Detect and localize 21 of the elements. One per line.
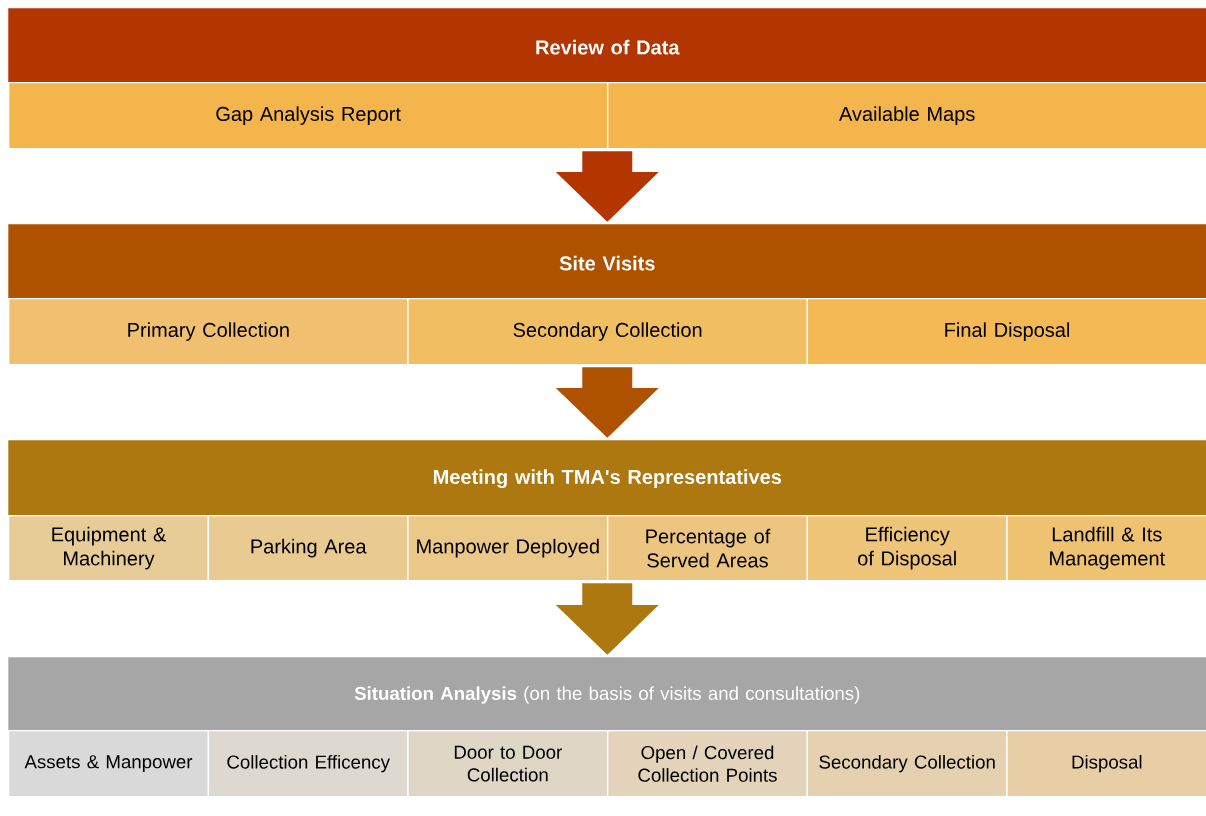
topic-cell: Disposal — [1006, 730, 1206, 798]
topic-cell: Manpower Deployed — [407, 515, 609, 582]
topic-cell: Open / Covered Collection Points — [607, 730, 808, 798]
topic-cell: Final Disposal — [806, 298, 1206, 366]
topic-cell: Primary Collection — [8, 298, 409, 366]
topic-cell: Landfill & Its Management — [1006, 515, 1206, 582]
stage-header: Site Visits — [8, 224, 1206, 299]
stage-header: Situation Analysis (on the basis of visits and consultations) — [8, 657, 1206, 731]
topic-cell: Parking Area — [207, 515, 409, 582]
stage-header: Meeting with TMA's Representatives — [8, 440, 1206, 516]
stage-header: Review of Data — [8, 8, 1206, 83]
topic-cell: Door to Door Collection — [407, 730, 609, 798]
topic-cell: Efficiency of Disposal — [806, 515, 1008, 582]
topic-cell: Assets & Manpower — [8, 730, 209, 798]
topic-cell: Available Maps — [607, 82, 1206, 150]
topic-cell: Equipment & Machinery — [8, 515, 209, 582]
topic-cell: Gap Analysis Report — [8, 82, 609, 150]
topic-cell: Secondary Collection — [806, 730, 1008, 798]
topic-cell: Percentage of Served Areas — [607, 515, 808, 582]
topic-cell: Collection Efficency — [207, 730, 409, 798]
topic-cell: Secondary Collection — [407, 298, 808, 366]
